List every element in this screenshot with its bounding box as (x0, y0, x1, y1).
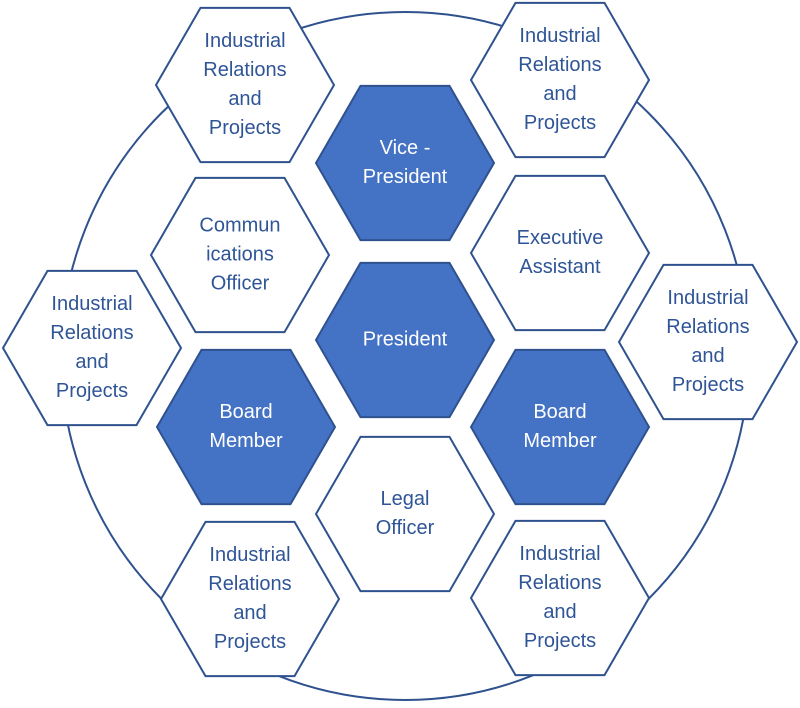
industrial-relations-bottom-left-label: Industrial Relations and Projects (208, 544, 292, 653)
communications-officer-hexagon (149, 176, 331, 334)
industrial-relations-top-left-label: Industrial Relations and Projects (203, 30, 287, 139)
industrial-relations-left-label: Industrial Relations and Projects (50, 293, 134, 402)
industrial-relations-top-right-hexagon (469, 1, 651, 159)
board-member-right-hexagon (469, 348, 651, 506)
industrial-relations-bottom-right-hexagon (469, 519, 651, 677)
president-label: President (362, 328, 448, 351)
vice-president-hexagon (314, 84, 496, 242)
president-hexagon (314, 261, 496, 419)
industrial-relations-top-right-label: Industrial Relations and Projects (518, 25, 602, 134)
executive-assistant-label: Executive Assistant (516, 227, 604, 278)
industrial-relations-right-label: Industrial Relations and Projects (666, 287, 750, 396)
industrial-relations-bottom-right-label: Industrial Relations and Projects (518, 543, 602, 652)
board-member-left-label: Board Member (209, 401, 283, 452)
industrial-relations-left-hexagon (1, 269, 183, 427)
industrial-relations-top-left-hexagon (154, 6, 336, 164)
industrial-relations-right-hexagon (617, 263, 799, 421)
communications-officer-label: Commun ications Officer (199, 214, 281, 295)
legal-officer-label: Legal Officer (375, 488, 435, 539)
board-member-right-label: Board Member (523, 401, 597, 452)
board-member-left-hexagon (155, 348, 337, 506)
legal-officer-hexagon (314, 435, 496, 593)
executive-assistant-hexagon (469, 174, 651, 332)
industrial-relations-bottom-left-hexagon (159, 520, 341, 678)
vice-president-label: Vice - President (362, 137, 448, 188)
